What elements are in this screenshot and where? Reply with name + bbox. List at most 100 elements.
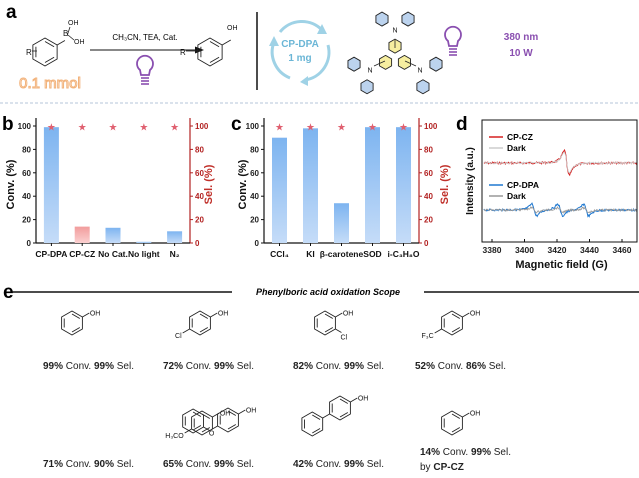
ring-double-bond xyxy=(199,327,209,333)
note-prefix: by xyxy=(420,462,433,473)
benzene-ring xyxy=(197,37,223,67)
bond xyxy=(373,60,386,67)
ring-double-bond xyxy=(201,427,211,433)
selectivity-label: Sel. xyxy=(114,459,134,470)
selectivity-label: Sel. xyxy=(364,361,384,372)
benzene-ring xyxy=(329,395,351,421)
conversion-value: 72% xyxy=(163,361,183,372)
y2-tick-label: 100 xyxy=(424,122,438,131)
conversion-label: Conv. xyxy=(183,361,214,372)
benzene-ring xyxy=(182,408,204,434)
conversion-label: Conv. xyxy=(313,459,344,470)
note-catalyst: CP-CZ xyxy=(433,462,464,473)
selectivity-label: Sel. xyxy=(114,361,134,372)
hydroxyl-label: OH xyxy=(246,408,256,415)
conversion-value: 42% xyxy=(293,459,313,470)
hydroxyl-label: OH xyxy=(343,311,354,318)
conversion-label: Conv. xyxy=(183,459,214,470)
bond xyxy=(238,409,246,415)
product-r-label: R xyxy=(180,48,186,57)
selectivity-label: Sel. xyxy=(491,447,511,458)
y-tick-label: 20 xyxy=(22,216,31,225)
panel-label-c: c xyxy=(231,114,242,135)
ring-double-bond xyxy=(192,411,202,417)
y2-tick-label: 0 xyxy=(424,239,429,248)
hydroxyl-label: OH xyxy=(218,311,229,318)
y2-tick-label: 80 xyxy=(195,145,204,154)
nitrogen-label: N xyxy=(417,68,422,75)
nitrogen-label: N xyxy=(367,68,372,75)
aryl-ring xyxy=(429,56,443,72)
bond xyxy=(67,34,75,41)
catalyst-amount: 1 mg xyxy=(288,53,311,64)
x-tick-label: No Cat. xyxy=(98,249,128,259)
conversion-value: 65% xyxy=(163,459,183,470)
x-axis-title: Magnetic field (G) xyxy=(515,259,608,271)
bond xyxy=(211,425,218,430)
oh-label-2: OH xyxy=(74,39,85,46)
benzene-ring xyxy=(301,411,324,437)
aryl-ring xyxy=(375,11,389,27)
y2-tick-label: 60 xyxy=(195,169,204,178)
bar-conv xyxy=(136,241,152,243)
y-tick-label: 0 xyxy=(27,239,32,248)
bond xyxy=(462,312,470,318)
conversion-label: Conv. xyxy=(63,459,94,470)
y-tick-label: 40 xyxy=(22,192,31,201)
result-text: 99% Conv. 99% Sel. xyxy=(43,361,134,372)
cycle-arrow xyxy=(278,19,324,33)
y-tick-label: 60 xyxy=(250,169,259,178)
substituent-label: O xyxy=(209,431,215,438)
bar-conv xyxy=(365,127,380,243)
ring-double-bond xyxy=(451,427,461,433)
ring-double-bond xyxy=(451,413,461,419)
conversion-value: 71% xyxy=(43,459,63,470)
bond xyxy=(210,312,218,318)
bulb-glass xyxy=(444,25,462,47)
hydroxyl-label: OH xyxy=(358,396,369,403)
conversion-label: Conv. xyxy=(440,447,471,458)
benzene-ring xyxy=(189,310,211,336)
light-bulb-icon xyxy=(136,54,154,85)
aryl-ring xyxy=(401,11,415,27)
conversion-label: Conv. xyxy=(435,361,466,372)
y-axis-title: Intensity (a.u.) xyxy=(465,147,476,215)
arrow-head xyxy=(269,36,279,46)
sel-star-marker: ★ xyxy=(78,123,87,134)
y2-tick-label: 20 xyxy=(195,216,204,225)
nitrogen-label: N xyxy=(392,28,397,35)
y2-tick-label: 100 xyxy=(195,122,209,131)
arrow-head xyxy=(317,24,327,34)
hydroxyl-label: OH xyxy=(220,411,231,418)
ring-double-bond xyxy=(227,424,237,430)
benzene-ring xyxy=(441,410,463,436)
y-tick-label: 20 xyxy=(250,216,259,225)
cp-dpa-structure: N N N xyxy=(347,11,443,95)
epr-trace xyxy=(483,206,637,214)
hydroxyl-label: OH xyxy=(470,311,481,318)
bond xyxy=(182,328,190,334)
sel-star-marker: ★ xyxy=(399,123,408,134)
selectivity-value: 86% xyxy=(466,361,486,372)
aryl-ring xyxy=(416,79,430,95)
boron-label: B xyxy=(63,29,68,38)
bond xyxy=(322,413,330,419)
selectivity-value: 99% xyxy=(471,447,491,458)
benzene-ring xyxy=(61,310,83,336)
ring-double-bond xyxy=(451,313,461,319)
y-tick-label: 40 xyxy=(250,192,259,201)
x-tick-label: No light xyxy=(128,249,160,259)
ring-double-bond xyxy=(192,425,202,431)
aryl-ring xyxy=(347,56,361,72)
y2-tick-label: 80 xyxy=(424,145,433,154)
epr-trace xyxy=(483,202,637,218)
selectivity-label: Sel. xyxy=(364,459,384,470)
catalyst-name: CP-DPA xyxy=(281,39,319,50)
cycle-arrow xyxy=(270,41,291,80)
